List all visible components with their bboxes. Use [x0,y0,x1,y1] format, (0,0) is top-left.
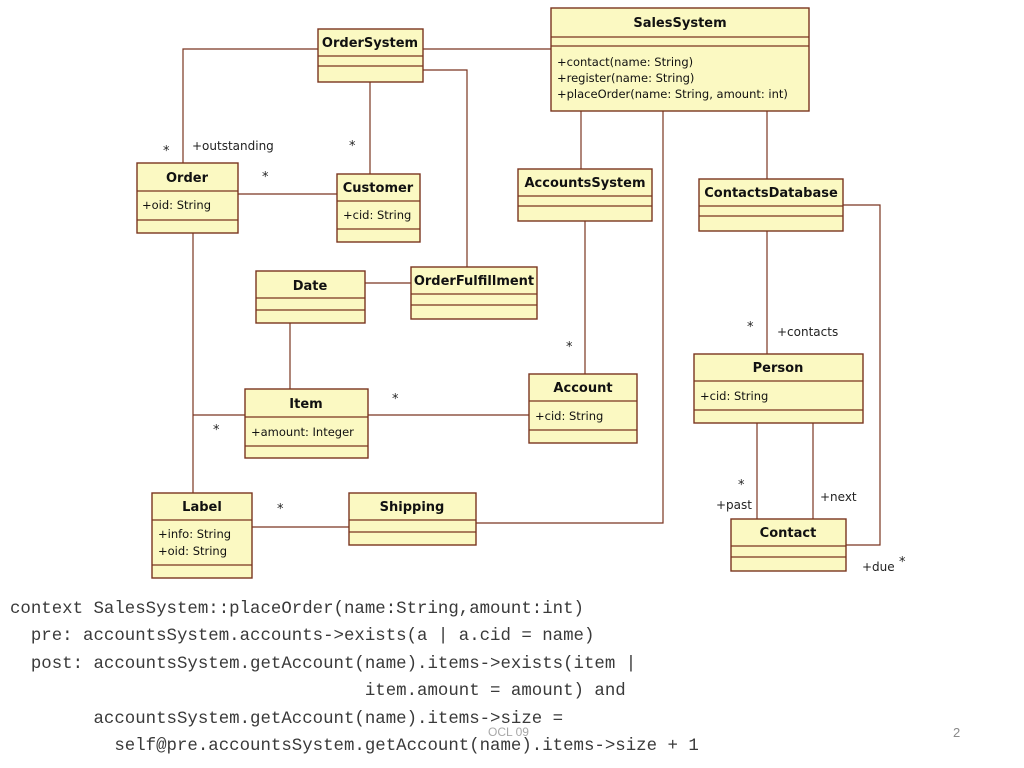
class-salessystem-op-register: +register(name: String) [557,71,694,85]
multiplicity-contact-past: * [738,478,745,493]
role-label-contacts: +contacts [777,325,838,339]
ocl-post-line: post: accountsSystem.getAccount(name).it… [10,654,637,674]
assoc-ordersystem-order [182,48,318,163]
assoc-ordersystem-fulfillment [423,69,468,267]
class-person-attr-cid: +cid: String [700,389,768,403]
class-order: Order +oid: String [136,162,239,234]
class-salessystem: SalesSystem +contact(name: String) +regi… [550,7,810,112]
class-ordersystem-name: OrderSystem [322,36,418,51]
class-label-name: Label [182,500,222,515]
class-contact-name: Contact [760,526,817,541]
multiplicity-label-shipping: * [277,502,284,517]
assoc-salessystem-shipping [476,111,664,524]
class-salessystem-name: SalesSystem [633,16,726,31]
class-contact: Contact [730,518,847,572]
role-label-due: +due [862,560,895,574]
multiplicity-customer: * [349,139,356,154]
class-orderfulfillment: OrderFulfillment [410,266,538,320]
class-item-name: Item [289,397,322,412]
multiplicity-account: * [566,340,573,355]
role-label-next: +next [820,490,857,504]
multiplicity-item-account: * [392,392,399,407]
class-salessystem-op-placeorder: +placeOrder(name: String, amount: int) [557,87,788,101]
class-order-name: Order [166,171,209,186]
multiplicity-order-item: * [213,423,220,438]
class-label-attr-info: +info: String [158,527,231,541]
multiplicity-contact-due: * [899,555,906,570]
role-label-past: +past [716,498,752,512]
class-date-name: Date [293,279,328,294]
ocl-post-line-cont: item.amount = amount) and [10,682,626,702]
class-orderfulfillment-name: OrderFulfillment [414,274,534,289]
class-customer: Customer +cid: String [336,173,421,243]
ocl-constraint-code: context SalesSystem::placeOrder(name:Str… [10,596,699,760]
class-accountssystem: AccountsSystem [517,168,653,222]
class-contactsdatabase-name: ContactsDatabase [704,186,838,201]
class-person: Person +cid: String [693,353,864,424]
class-customer-name: Customer [343,181,414,196]
ocl-size-line-cont: self@pre.accountsSystem.getAccount(name)… [10,736,699,756]
slide-page-number: 2 [953,725,961,740]
ocl-context-line: context SalesSystem::placeOrder(name:Str… [10,600,584,619]
class-person-name: Person [753,361,804,376]
multiplicity-person: * [747,320,754,335]
class-label: Label +info: String +oid: String [151,492,253,579]
class-accountssystem-name: AccountsSystem [524,176,645,191]
class-item-attr-amount: +amount: Integer [251,425,354,439]
class-customer-attr-cid: +cid: String [343,208,411,222]
class-account-attr-cid: +cid: String [535,409,603,423]
uml-class-diagram: SalesSystem +contact(name: String) +regi… [136,7,906,579]
role-label-outstanding: +outstanding [192,139,274,153]
ocl-pre-line: pre: accountsSystem.accounts->exists(a |… [10,627,595,647]
class-contactsdatabase: ContactsDatabase [698,178,844,232]
class-order-attr-oid: +oid: String [142,198,211,212]
class-item: Item +amount: Integer [244,388,369,459]
class-ordersystem: OrderSystem [317,28,424,83]
class-account-name: Account [553,381,612,396]
class-label-attr-oid: +oid: String [158,544,227,558]
class-shipping-name: Shipping [380,500,445,515]
assoc-contactsdb-contact [843,204,881,546]
class-account: Account +cid: String [528,373,638,444]
class-shipping: Shipping [348,492,477,546]
multiplicity-order-customer: * [262,170,269,185]
associations [182,48,881,546]
slide-footer: OCL 09 [488,725,529,739]
ocl-size-line: accountsSystem.getAccount(name).items->s… [10,709,564,729]
multiplicity-order-outstanding: * [163,144,170,159]
class-salessystem-op-contact: +contact(name: String) [557,55,693,69]
class-date: Date [255,270,366,324]
